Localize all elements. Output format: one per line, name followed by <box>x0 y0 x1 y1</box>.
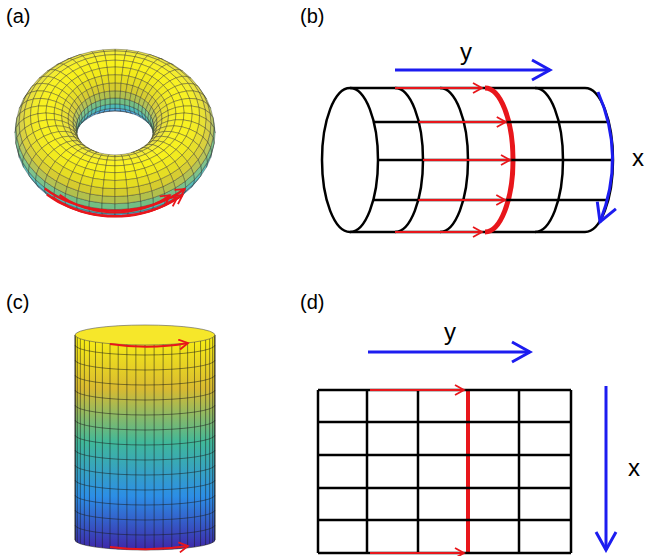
red-arrow <box>52 197 177 217</box>
panel-label: (b) <box>300 6 324 26</box>
cylinder-surface <box>75 325 215 550</box>
cylinder-grid <box>322 88 613 232</box>
torus-surface <box>15 49 215 217</box>
red-arrow <box>370 389 464 391</box>
red-arrow <box>60 195 170 212</box>
red-arrow <box>395 87 482 89</box>
axis-label: y <box>460 40 472 64</box>
red-arrow <box>418 199 505 201</box>
red-arrow <box>395 231 482 233</box>
red-arrow <box>110 546 188 549</box>
red-arrow <box>419 121 506 123</box>
red-arrow <box>370 552 464 554</box>
red-arrow <box>110 343 188 347</box>
y-axis-arrow <box>368 351 530 354</box>
axis-label: x <box>628 456 640 480</box>
x-axis-arrow <box>605 386 608 550</box>
flat-grid <box>318 390 571 553</box>
axis-label: x <box>632 146 644 170</box>
red-arrow <box>47 195 183 217</box>
panel-label: (d) <box>300 292 324 312</box>
red-arrow <box>423 159 510 161</box>
y-axis-arrow <box>395 69 550 72</box>
torus-arrows <box>45 189 185 217</box>
x-axis-arrow <box>598 92 613 222</box>
panel-label: (c) <box>6 292 29 312</box>
axis-label: y <box>444 320 456 344</box>
panel-label: (a) <box>6 6 30 26</box>
